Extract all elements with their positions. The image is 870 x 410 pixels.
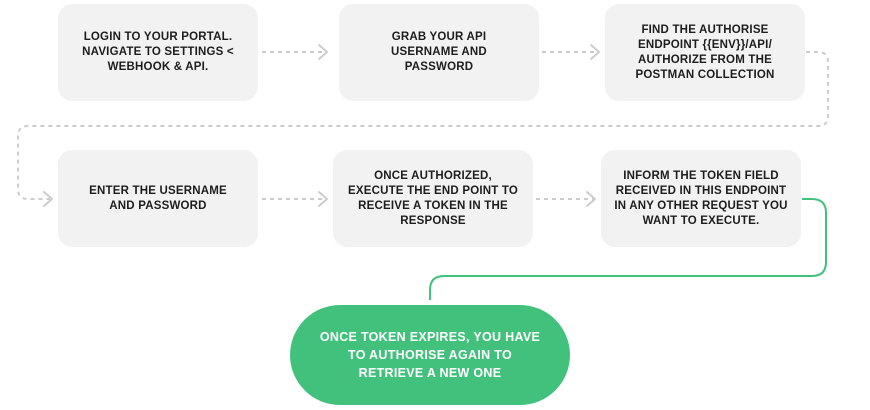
step-5-label: ONCE AUTHORIZED, EXECUTE THE END POINT T… — [347, 169, 519, 227]
arrow-step2-to-step3 — [542, 44, 600, 60]
step-2-box: GRAB YOUR API USERNAME AND PASSWORD — [339, 4, 539, 101]
step-1-box: LOGIN TO YOUR PORTAL. NAVIGATE TO SETTIN… — [58, 4, 258, 101]
step-1-label: LOGIN TO YOUR PORTAL. NAVIGATE TO SETTIN… — [82, 31, 234, 73]
step-3-label-text-b: FROM THE POSTMAN COLLECTION — [635, 53, 775, 81]
step-4-label: ENTER THE USERNAME AND PASSWORD — [89, 184, 227, 212]
step-4-box: ENTER THE USERNAME AND PASSWORD — [58, 150, 258, 247]
final-step-label: ONCE TOKEN EXPIRES, YOU HAVE TO AUTHORIS… — [319, 330, 541, 380]
step-2-label: GRAB YOUR API USERNAME AND PASSWORD — [391, 31, 487, 73]
connector-step6-to-final — [429, 198, 827, 300]
arrow-step1-to-step2 — [262, 44, 328, 60]
step-3-endpoint: {{ENV}}/API/ AUTHORIZE — [638, 38, 772, 66]
arrow-step5-to-step6 — [536, 191, 596, 207]
step-5-box: ONCE AUTHORIZED, EXECUTE THE END POINT T… — [333, 150, 533, 247]
step-3-label: FIND THE AUTHORISE ENDPOINT {{ENV}}/API/… — [617, 23, 793, 83]
connector-step3-to-step4 — [17, 51, 829, 207]
step-3-box: FIND THE AUTHORISE ENDPOINT {{ENV}}/API/… — [605, 4, 805, 101]
step-6-label: INFORM THE TOKEN FIELD RECEIVED IN THIS … — [614, 169, 788, 227]
step-6-box: INFORM THE TOKEN FIELD RECEIVED IN THIS … — [601, 150, 801, 247]
step-3-label-text-a: FIND THE AUTHORISE ENDPOINT — [638, 23, 769, 51]
arrow-step4-to-step5 — [262, 191, 328, 207]
final-step-pill: ONCE TOKEN EXPIRES, YOU HAVE TO AUTHORIS… — [290, 305, 570, 405]
